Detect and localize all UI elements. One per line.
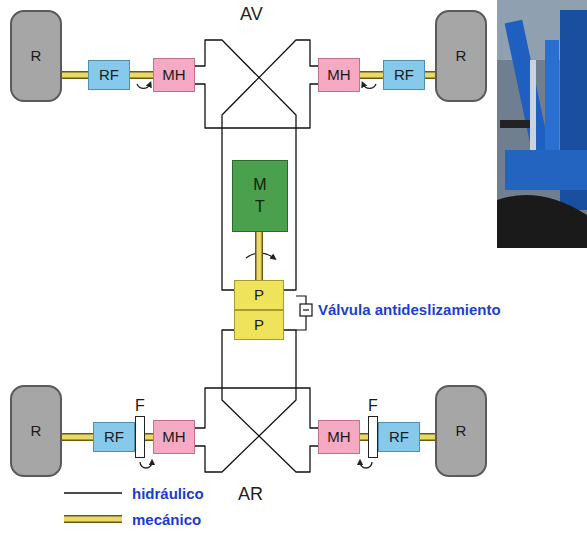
node-label: R xyxy=(31,47,42,65)
shaft-core xyxy=(62,435,93,440)
hydraulic-motor: MH xyxy=(153,420,195,454)
shaft-outline xyxy=(255,232,263,280)
wheel: R xyxy=(10,10,62,102)
shaft-outline xyxy=(425,71,435,79)
anti-slip-valve xyxy=(296,296,312,330)
node-label: MH xyxy=(327,428,350,446)
reduction-box: RF xyxy=(378,422,420,452)
legend-row: hidráulico xyxy=(62,480,204,506)
mechanical-shaft xyxy=(425,75,435,76)
valve-label: Válvula antideslizamiento xyxy=(318,301,501,318)
shaft-core xyxy=(257,232,262,280)
shaft-core xyxy=(360,435,368,440)
legend-swatch xyxy=(62,512,124,526)
pump-box: P xyxy=(234,310,284,340)
shaft-outline xyxy=(360,71,383,79)
shaft-outline xyxy=(62,71,88,79)
reduction-box: RF xyxy=(383,60,425,90)
shaft-outline xyxy=(420,433,435,441)
hydraulic-path xyxy=(222,40,318,290)
node-label: RF xyxy=(394,66,414,84)
hydraulic-path xyxy=(222,330,318,472)
legend-swatch xyxy=(62,486,124,500)
node-label: P xyxy=(254,316,264,334)
mechanical-shaft xyxy=(62,75,88,76)
legend: hidráulico mecánico xyxy=(62,480,204,532)
mechanical-shaft xyxy=(145,437,153,438)
node-label: RF xyxy=(99,66,119,84)
hydraulic-line xyxy=(222,330,318,472)
mechanical-shaft xyxy=(130,75,153,76)
hydraulic-line xyxy=(195,388,318,428)
pump-box: P xyxy=(234,280,284,310)
legend-text: mecánico xyxy=(132,511,201,528)
rotation-arrows xyxy=(137,84,376,468)
hydraulic-path xyxy=(195,84,318,128)
shaft-outline xyxy=(130,71,153,79)
node-label: M T xyxy=(253,174,266,217)
wheel: R xyxy=(435,10,487,102)
node-label: RF xyxy=(389,428,409,446)
reduction-box: RF xyxy=(88,60,130,90)
shaft-core xyxy=(420,435,435,440)
node-label: MH xyxy=(327,66,350,84)
brake-box: F xyxy=(368,416,378,458)
node-label: F xyxy=(135,396,145,415)
shaft-core xyxy=(425,73,435,78)
engine-box: M T xyxy=(232,160,288,232)
axle-label: AR xyxy=(238,484,263,505)
mechanical-shaft xyxy=(360,75,383,76)
reduction-box: RF xyxy=(93,422,135,452)
hydraulic-line xyxy=(195,330,296,472)
hydraulic-path xyxy=(195,388,318,428)
node-label: MH xyxy=(162,66,185,84)
node-label: F xyxy=(368,396,378,415)
mechanical-shaft xyxy=(360,437,368,438)
shaft-core xyxy=(130,73,153,78)
hydraulic-motor: MH xyxy=(153,58,195,92)
hydraulic-line xyxy=(195,40,296,290)
hydraulic-path xyxy=(195,330,296,472)
node-label: P xyxy=(254,286,264,304)
node-label: R xyxy=(456,422,467,440)
shaft-outline xyxy=(62,433,93,441)
shaft-core xyxy=(62,73,88,78)
node-label: RF xyxy=(104,428,124,446)
legend-row: mecánico xyxy=(62,506,204,532)
shaft-outline xyxy=(145,433,153,441)
node-label: R xyxy=(31,422,42,440)
machine-photo xyxy=(497,0,587,248)
node-label: MH xyxy=(162,428,185,446)
legend-text: hidráulico xyxy=(132,485,204,502)
node-label: R xyxy=(456,47,467,65)
wheel: R xyxy=(435,385,487,477)
axle-label: AV xyxy=(240,4,263,25)
shaft-core xyxy=(145,435,153,440)
shaft-core xyxy=(360,73,383,78)
mechanical-shaft xyxy=(259,232,260,280)
shaft-outline xyxy=(360,433,368,441)
hydraulic-line xyxy=(195,84,318,128)
hydraulic-motor: MH xyxy=(318,420,360,454)
hydraulic-path xyxy=(195,40,296,290)
brake-box: F xyxy=(135,416,145,458)
hydraulic-motor: MH xyxy=(318,58,360,92)
wheel: R xyxy=(10,385,62,477)
mechanical-shaft xyxy=(62,437,93,438)
mechanical-shaft xyxy=(420,437,435,438)
hydraulic-line xyxy=(222,40,318,290)
